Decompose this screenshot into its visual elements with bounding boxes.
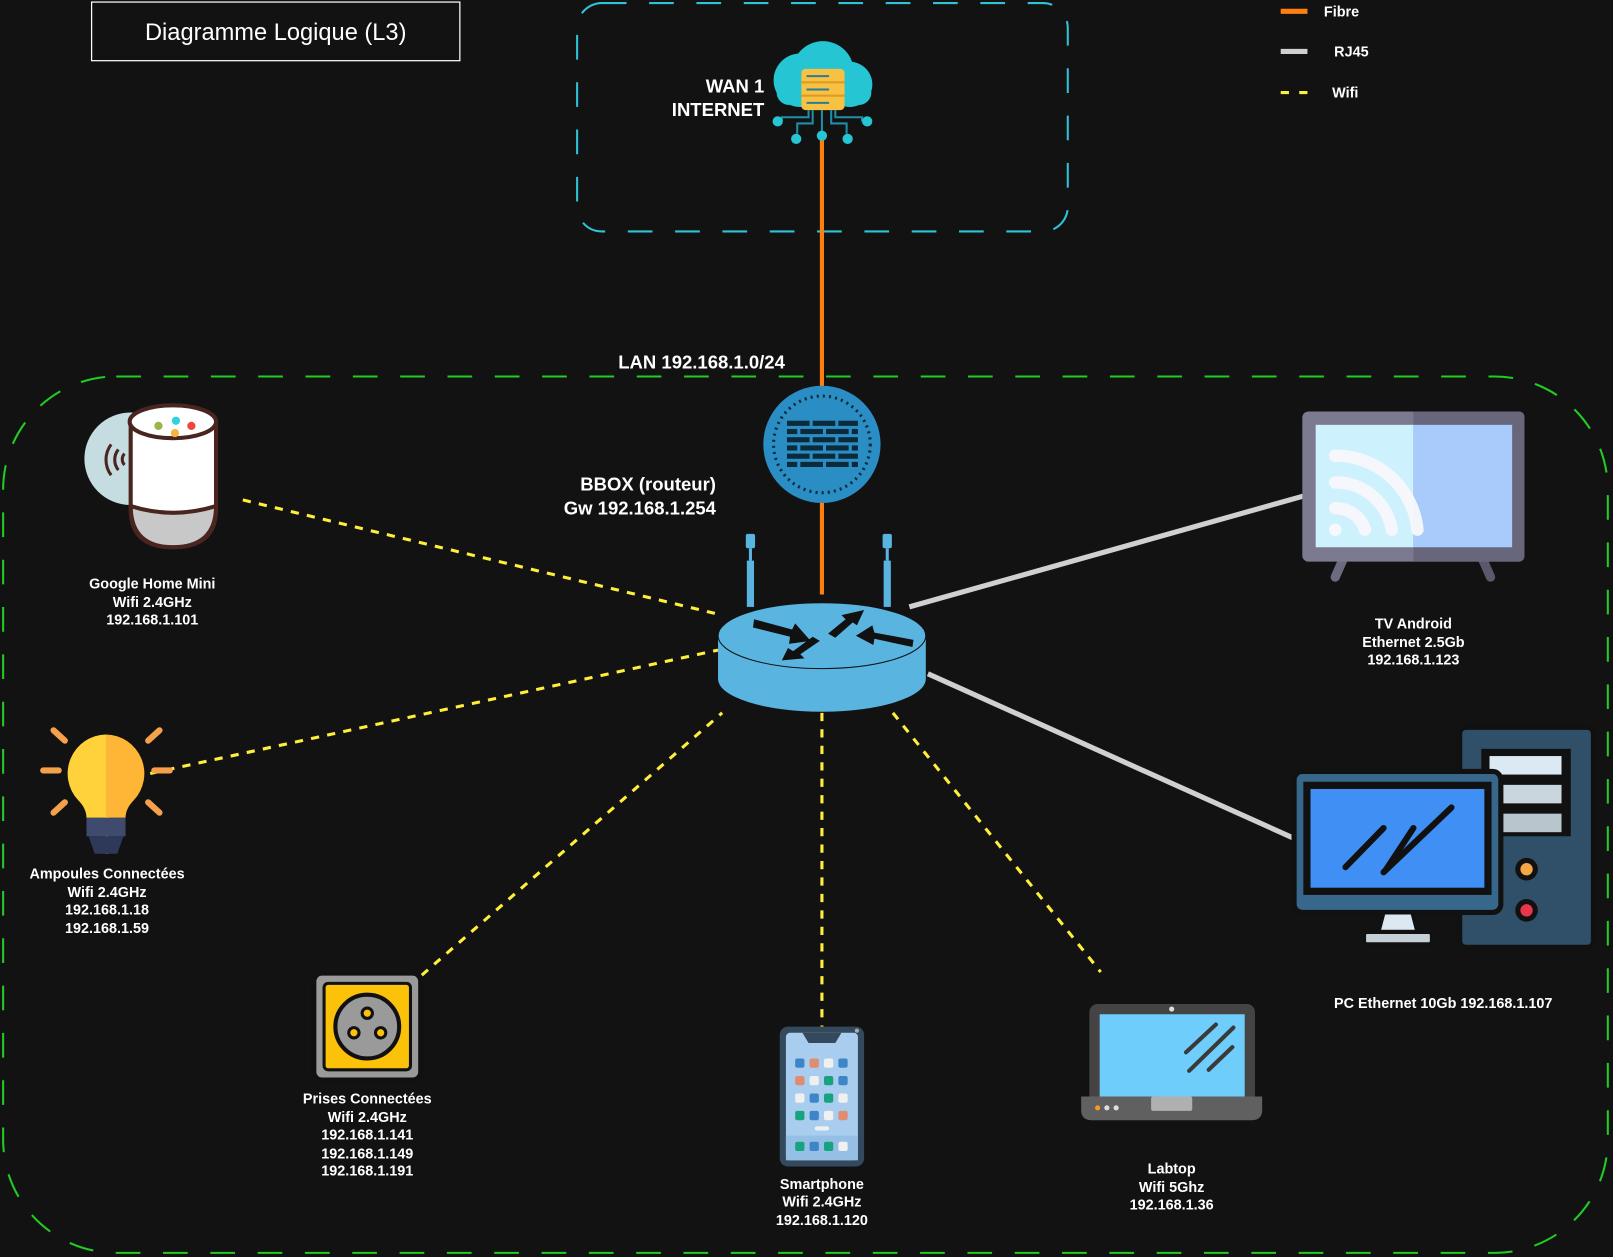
router-label-line-2: Gw 192.168.1.254 [564,497,717,518]
plugs-name: Prises Connectées [303,1092,432,1108]
legend-fibre-label: Fibre [1324,4,1359,20]
plugs-ip-1: 192.168.1.141 [321,1128,413,1144]
laptop-icon[interactable] [1081,1003,1263,1121]
wan-label-line-1: WAN 1 [706,76,765,97]
smartphone-name: Smartphone [780,1177,864,1193]
link-laptop [891,711,1102,974]
plugs-label: Prises Connectées Wifi 2.4GHz 192.168.1.… [303,1092,432,1180]
smartphone-link: Wifi 2.4GHz [782,1195,861,1211]
pc-label: PC Ethernet 10Gb 192.168.1.107 [1334,996,1552,1012]
google-home-name: Google Home Mini [89,576,215,592]
cloud-server-icon[interactable] [772,41,873,145]
google-home-ip: 192.168.1.101 [106,612,198,628]
bulbs-ip-2: 192.168.1.59 [65,921,149,937]
laptop-link: Wifi 5Ghz [1139,1180,1204,1196]
router-label-line-1: BBOX (routeur) [580,474,716,495]
lan-zone-boundary [2,375,1609,1254]
google-home-label: Google Home Mini Wifi 2.4GHz 192.168.1.1… [89,576,215,628]
link-bulbs [149,648,719,776]
diagram-title: Diagramme Logique (L3) [145,20,407,46]
plugs-link: Wifi 2.4GHz [328,1110,407,1126]
plugs-ip-3: 192.168.1.191 [321,1164,413,1180]
light-bulb-icon[interactable] [40,727,173,854]
links [105,138,1306,1027]
smartphone-label: Smartphone Wifi 2.4GHz 192.168.1.120 [776,1177,868,1229]
link-plugs [420,711,724,977]
firewall-icon[interactable] [763,385,881,504]
laptop-label: Labtop Wifi 5Ghz 192.168.1.36 [1130,1162,1214,1214]
laptop-name: Labtop [1148,1162,1196,1178]
smart-tv-icon[interactable] [1302,411,1525,582]
lan-label: LAN 192.168.1.0/24 [618,351,785,372]
tv-label: TV Android Ethernet 2.5Gb 192.168.1.123 [1362,617,1465,669]
bulbs-label: Ampoules Connectées Wifi 2.4GHz 192.168.… [29,866,184,937]
bulbs-name: Ampoules Connectées [29,866,184,882]
smartphone-ip: 192.168.1.120 [776,1213,868,1229]
desktop-pc-icon[interactable] [1291,724,1596,950]
legend-rj45-label: RJ45 [1334,45,1368,61]
legend-wifi-label: Wifi [1332,86,1358,102]
smartphone-icon[interactable] [779,1026,865,1167]
bulbs-ip-1: 192.168.1.18 [65,902,149,918]
power-outlet-icon[interactable] [311,970,424,1083]
tv-link: Ethernet 2.5Gb [1362,635,1465,651]
bulbs-link: Wifi 2.4GHz [68,885,147,901]
link-tv [908,493,1306,610]
tv-name: TV Android [1375,617,1452,633]
router-icon[interactable] [717,533,927,712]
plugs-ip-2: 192.168.1.149 [321,1146,413,1162]
smart-speaker-icon[interactable] [84,403,219,550]
laptop-ip: 192.168.1.36 [1130,1198,1214,1214]
google-home-link: Wifi 2.4GHz [113,595,192,611]
wan-label-line-2: INTERNET [672,99,765,120]
link-pc [926,671,1296,841]
tv-ip: 192.168.1.123 [1367,653,1459,669]
diagram-title-box: Diagramme Logique (L3) [90,1,461,62]
legend: Fibre RJ45 Wifi [1280,4,1369,102]
